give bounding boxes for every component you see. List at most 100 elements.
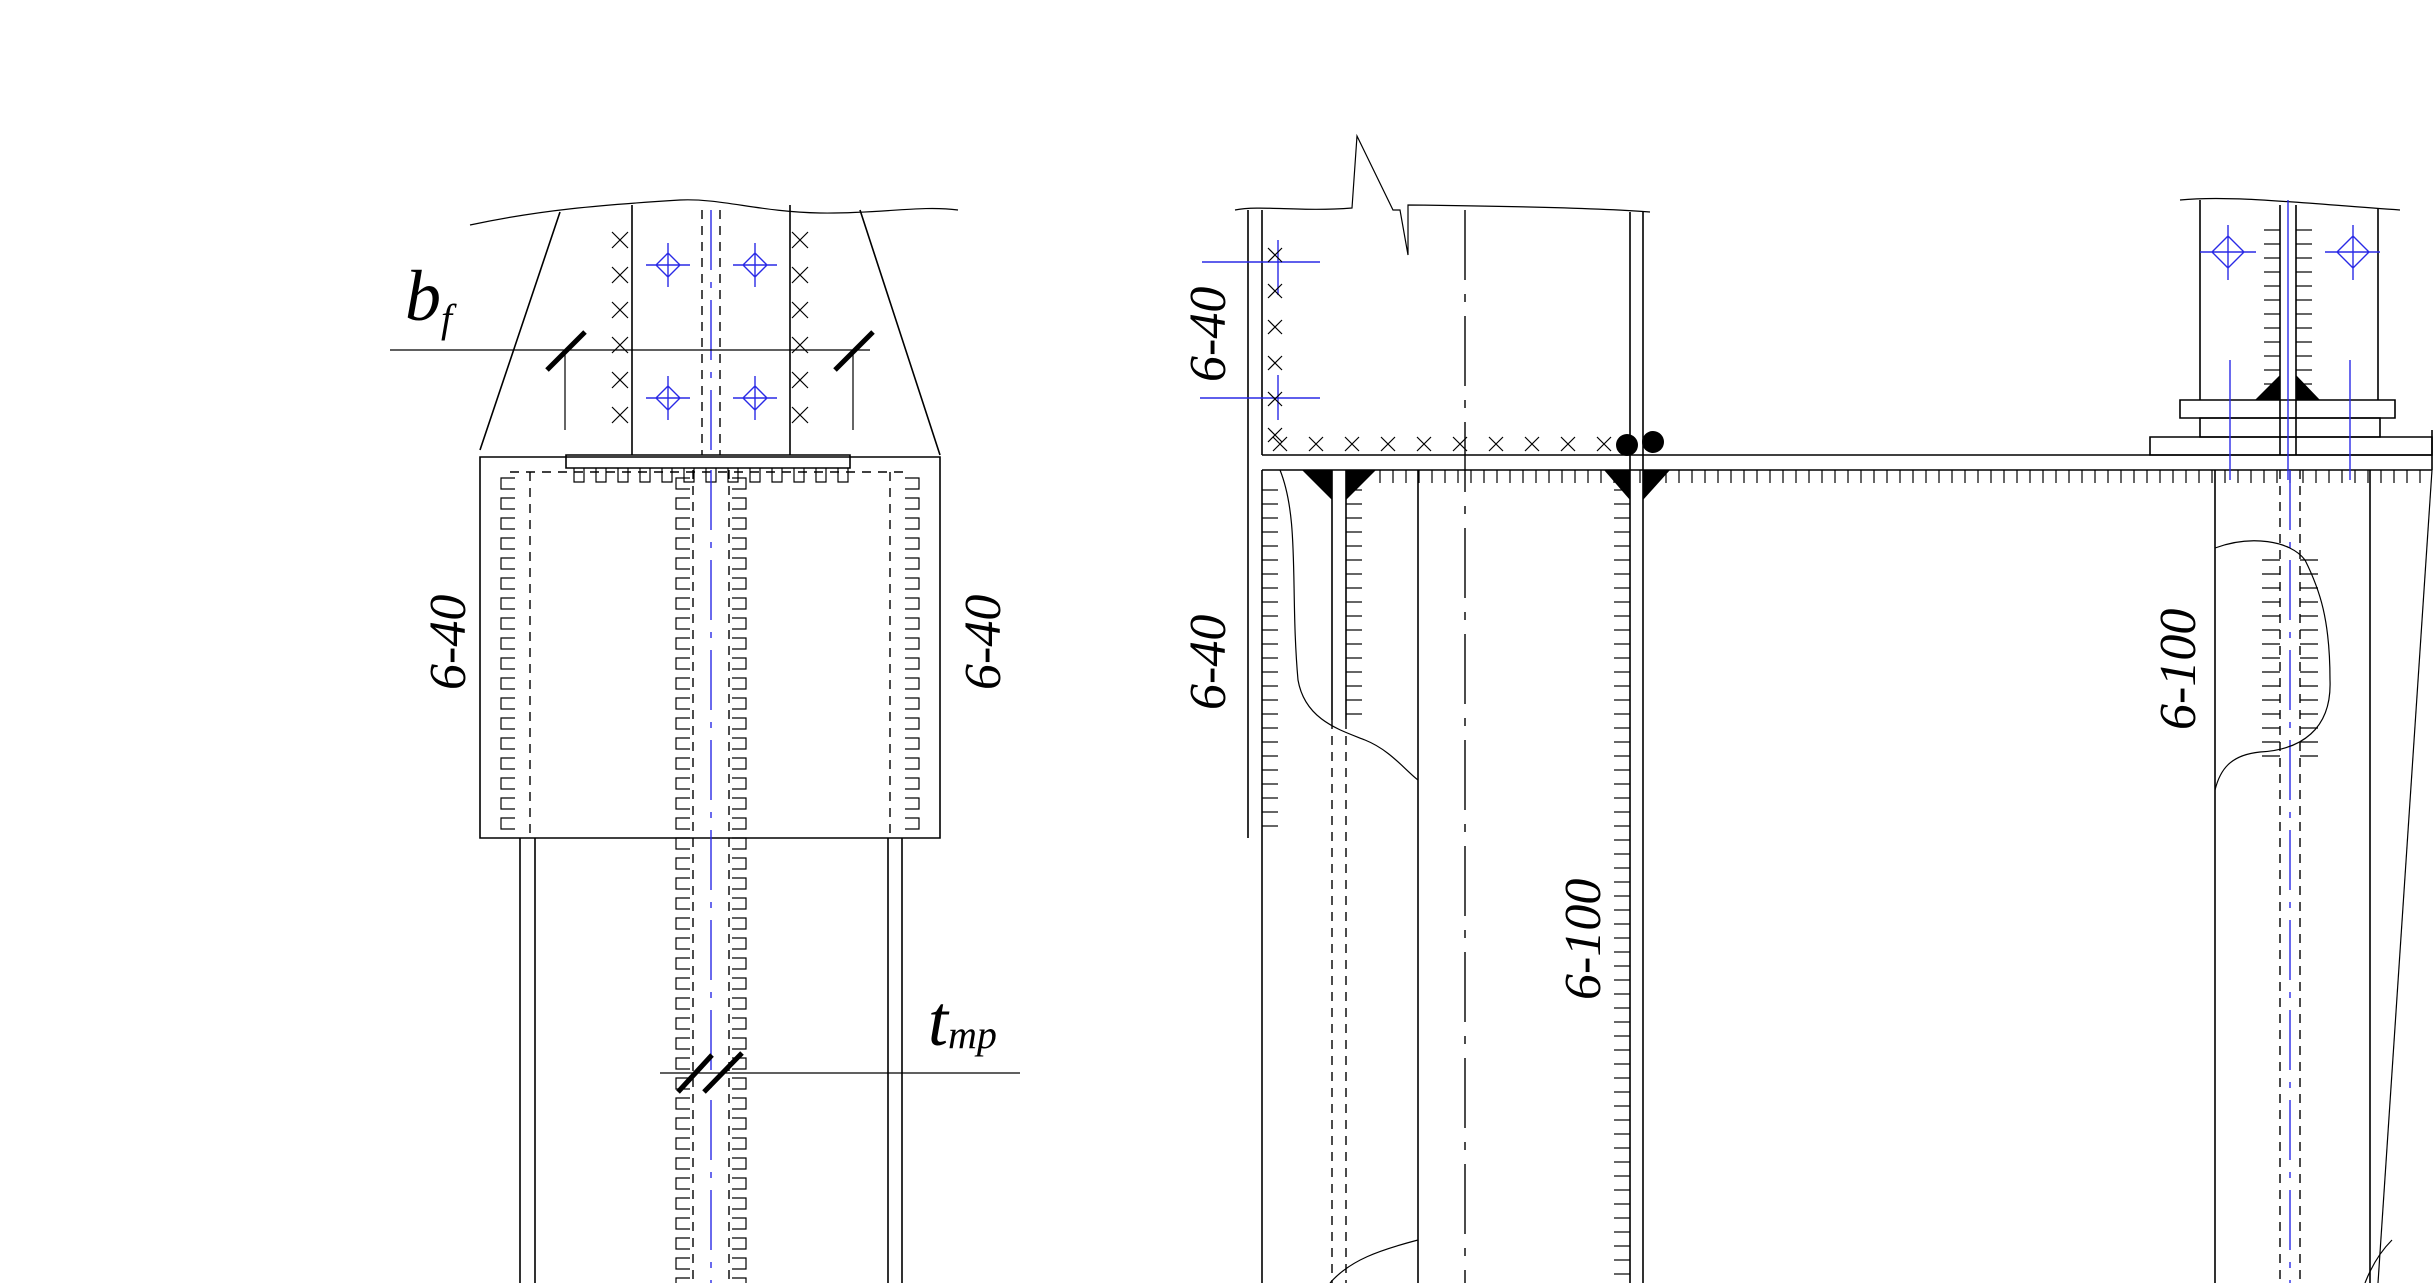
bolt-x-mark	[1596, 436, 1612, 452]
weld-tick	[675, 1157, 690, 1170]
break-line-top-left	[469, 199, 959, 226]
weld-tick	[732, 1177, 747, 1190]
bolt-x-mark	[1344, 436, 1360, 452]
weld-label-left: 6-40	[420, 595, 477, 690]
bolt-x-mark	[611, 406, 629, 424]
weld-tick	[732, 1277, 747, 1283]
bolt-marker	[733, 243, 777, 287]
weld-tick	[675, 717, 690, 730]
weld-tick	[500, 817, 515, 830]
weld-tick	[675, 1197, 690, 1210]
weld-tick	[732, 857, 747, 870]
weld-tick	[675, 797, 690, 810]
weld-tick	[905, 717, 920, 730]
weld-label-center: 6-100	[1555, 879, 1612, 1000]
weld-tick	[905, 757, 920, 770]
bf-label: bf	[405, 256, 457, 341]
weld-tick	[675, 657, 690, 670]
weld-tick	[500, 657, 515, 670]
weld-tick	[675, 1057, 690, 1070]
weld-label-right: 6-40	[955, 595, 1012, 690]
weld-tick	[675, 1117, 690, 1130]
weld-tick	[732, 477, 747, 490]
weld-symbol-ticks	[500, 468, 920, 1283]
far-lower-column	[2214, 470, 2371, 1283]
cover-plate-outline	[479, 456, 941, 839]
weld-triangle-3	[1604, 470, 1630, 500]
weld-tick	[500, 677, 515, 690]
far-bolt-diamond-2	[2325, 225, 2380, 280]
weld-tick	[732, 717, 747, 730]
lower-stiffener	[1331, 470, 1347, 720]
weld-tick	[675, 637, 690, 650]
bolt-marker	[646, 243, 690, 287]
weld-tick	[732, 677, 747, 690]
weld-tick	[617, 468, 629, 483]
bolt-x-mark	[1488, 436, 1504, 452]
weld-tick	[732, 877, 747, 890]
weld-ticks-left-column	[1262, 489, 1362, 827]
tmp-label: tmp	[928, 981, 997, 1061]
bolt-x-mark	[611, 301, 629, 319]
bolt-x-mark	[1272, 436, 1288, 452]
cutaway-bottom	[1329, 1239, 1419, 1283]
lower-stiffener-hidden	[1331, 720, 1347, 1283]
weld-tick	[675, 777, 690, 790]
weld-triangle-1	[1302, 470, 1332, 500]
far-cutaway	[2214, 540, 2331, 791]
weld-tick	[732, 577, 747, 590]
weld-tick	[732, 1197, 747, 1210]
weld-tick	[732, 1137, 747, 1150]
bolt-x-mark	[791, 301, 809, 319]
weld-tick	[732, 1017, 747, 1030]
weld-tick	[905, 817, 920, 830]
splice-plate-lines	[631, 205, 791, 455]
weld-tick	[905, 497, 920, 510]
weld-tick	[500, 617, 515, 630]
weld-tick	[837, 468, 849, 483]
bolt-x-marks	[611, 231, 809, 424]
weld-tick	[732, 1237, 747, 1250]
weld-tick	[732, 777, 747, 790]
weld-tick	[675, 837, 690, 850]
weld-tick	[732, 757, 747, 770]
weld-dot-1	[1616, 434, 1638, 456]
weld-tick	[500, 477, 515, 490]
weld-label-upper: 6-40	[1180, 287, 1237, 382]
weld-leader-top	[1200, 240, 1320, 420]
bolt-x-mark	[1308, 436, 1324, 452]
weld-tick	[732, 657, 747, 670]
weld-tick	[500, 697, 515, 710]
weld-tick	[675, 757, 690, 770]
weld-tick	[675, 597, 690, 610]
weld-ticks-far-column	[2262, 229, 2318, 757]
weld-tick	[905, 697, 920, 710]
left-detail-view: bf tmp 6-40 6-40	[390, 199, 1020, 1283]
web-dashed-lines	[701, 210, 721, 455]
bolt-x-mark	[791, 406, 809, 424]
weld-tick	[732, 937, 747, 950]
lower-web-dashed	[692, 470, 730, 1283]
weld-tick	[905, 477, 920, 490]
weld-tick	[905, 557, 920, 570]
weld-tick	[732, 817, 747, 830]
weld-tick	[500, 777, 515, 790]
weld-tick	[675, 497, 690, 510]
weld-tick	[500, 637, 515, 650]
weld-tick	[732, 797, 747, 810]
weld-tick	[732, 837, 747, 850]
weld-tick	[500, 557, 515, 570]
weld-tick	[675, 677, 690, 690]
weld-tick	[732, 1117, 747, 1130]
weld-tick	[675, 537, 690, 550]
weld-tick	[675, 937, 690, 950]
bolt-x-mark	[791, 231, 809, 249]
base-plate-2	[2199, 417, 2381, 438]
weld-tick	[675, 517, 690, 530]
weld-tick	[732, 1037, 747, 1050]
upper-taper-outline	[479, 209, 941, 456]
bolt-x-mark	[1267, 283, 1283, 299]
weld-tick	[675, 917, 690, 930]
weld-tick	[675, 1037, 690, 1050]
bolt-x-mark	[1452, 436, 1468, 452]
